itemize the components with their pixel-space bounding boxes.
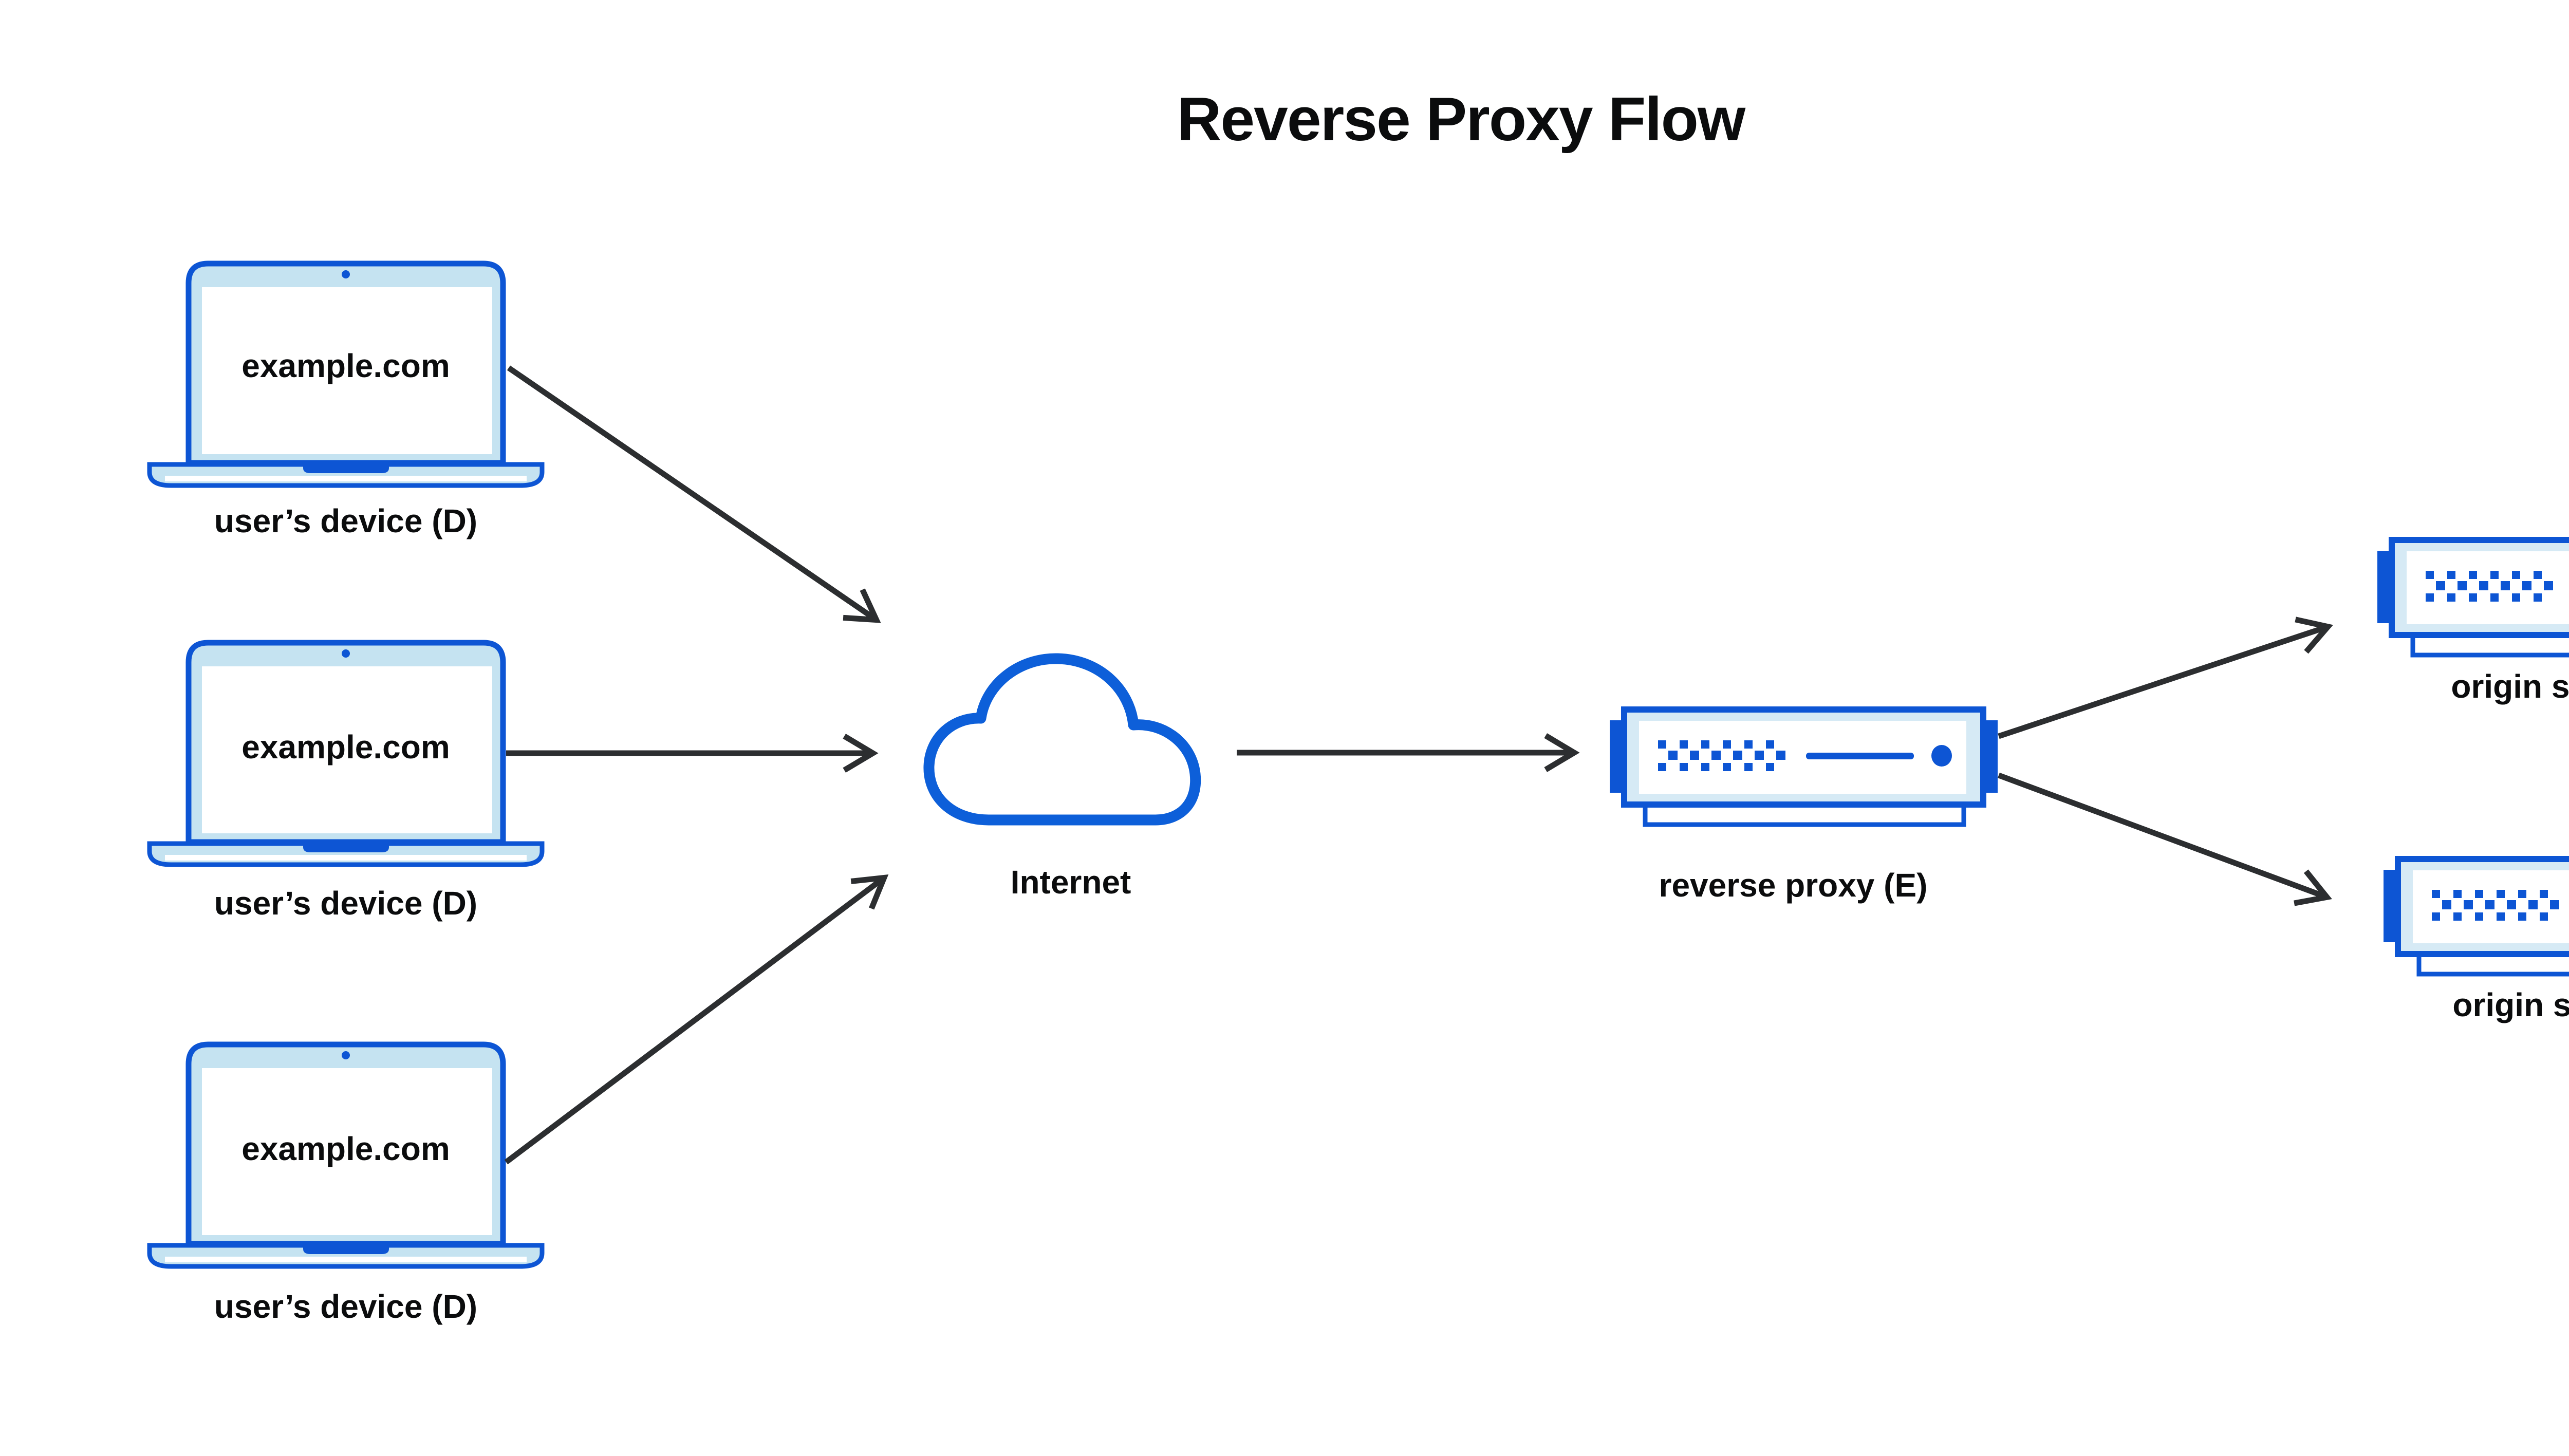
server-icon-origin-2 — [2384, 859, 2569, 974]
arrow-device3-to-internet — [504, 874, 889, 1165]
server-icon-reverse-proxy — [1610, 710, 1998, 825]
origin-server-caption: origin server (F) — [2452, 986, 2569, 1023]
device-caption: user’s device (D) — [214, 1287, 478, 1325]
arrow-device1-to-internet — [507, 365, 881, 623]
page-title: Reverse Proxy Flow — [1177, 85, 1746, 154]
reverse-proxy-caption: reverse proxy (E) — [1659, 866, 1928, 904]
device-screen-label: example.com — [241, 347, 450, 384]
device-screen-label: example.com — [241, 728, 450, 766]
device-caption: user’s device (D) — [214, 502, 478, 539]
internet-caption: Internet — [1010, 863, 1131, 901]
device-screen-label: example.com — [241, 1130, 450, 1167]
device-caption: user’s device (D) — [214, 884, 478, 922]
cloud-icon — [929, 659, 1196, 820]
origin-server-caption: origin server (F) — [2451, 667, 2569, 705]
arrow-proxy-to-origin2 — [1998, 772, 2332, 906]
server-icon-origin-1 — [2377, 540, 2569, 655]
arrow-proxy-to-origin1 — [1998, 617, 2334, 739]
